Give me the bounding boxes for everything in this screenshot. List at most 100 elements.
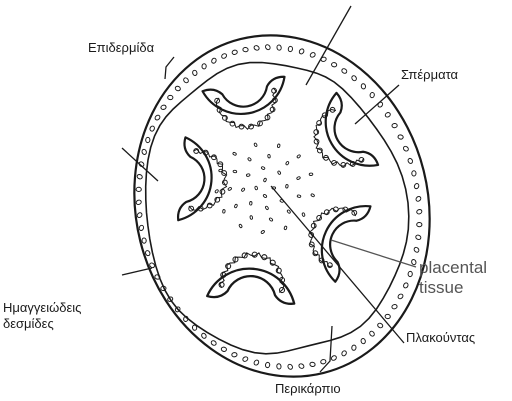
- vascular-bundle: [414, 183, 420, 189]
- vascular-bundle: [341, 350, 347, 357]
- locule: [202, 76, 292, 136]
- seed: [271, 88, 277, 94]
- placenta-dot: [246, 174, 250, 177]
- placenta-dot: [234, 204, 238, 208]
- vascular-bundle: [253, 45, 260, 51]
- locule-outline: [308, 194, 371, 282]
- vascular-bundle: [221, 53, 228, 60]
- seed: [324, 209, 330, 215]
- vascular-bundle: [310, 362, 316, 367]
- vascular-bundle: [398, 134, 404, 139]
- vascular-bundle: [149, 125, 155, 131]
- vascular-bundle: [320, 359, 326, 364]
- vascular-bundle: [201, 332, 207, 339]
- vascular-bundle: [384, 112, 391, 118]
- placenta-dot: [219, 169, 223, 172]
- placenta-dot: [233, 170, 237, 173]
- placenta-dot: [311, 193, 315, 197]
- vascular-bundle: [211, 57, 217, 64]
- vascular-bundle: [411, 259, 417, 265]
- vascular-bundle: [154, 274, 160, 280]
- vascular-bundle: [192, 70, 198, 76]
- placenta-leader-line: [271, 186, 404, 343]
- seed: [262, 254, 267, 259]
- placenta-dot: [265, 206, 269, 210]
- seed: [313, 138, 320, 145]
- vascular-bundle: [403, 282, 409, 289]
- placenta-dot: [263, 178, 267, 182]
- vascular-bundle: [276, 45, 281, 51]
- placenta-dot: [222, 209, 225, 213]
- left-leader-line: [122, 148, 158, 181]
- vascular-bundle: [287, 363, 293, 370]
- vascular-bundle: [232, 352, 238, 357]
- placenta-dot: [277, 171, 281, 175]
- placenta-dot: [241, 188, 245, 192]
- placenta-dot: [239, 224, 243, 228]
- placenta-dot: [285, 184, 288, 188]
- placenta-dot: [285, 161, 289, 165]
- seed: [270, 107, 276, 113]
- vascular-bundle: [351, 345, 356, 351]
- seed: [340, 162, 347, 169]
- vascular-bundle: [298, 48, 304, 55]
- vascular-bundle: [392, 123, 398, 128]
- placenta-dot: [284, 226, 287, 230]
- placenta-dot: [302, 212, 305, 216]
- vascular-bundle: [175, 85, 182, 91]
- vascular-bundle: [361, 83, 366, 89]
- vascular-bundle: [146, 137, 150, 142]
- vascular-bundle: [145, 250, 151, 257]
- placenta-dot: [261, 166, 265, 170]
- vascular-bundle: [288, 46, 293, 52]
- placenta-dot: [263, 194, 267, 198]
- vascular-bundle: [183, 316, 188, 322]
- seeds-label: Σπέρματα: [401, 67, 458, 83]
- vascular-bundle: [397, 293, 404, 300]
- vascular-bundle: [265, 44, 271, 51]
- vascular-bundle: [232, 50, 238, 55]
- placenta-dot: [269, 217, 273, 221]
- placenta-label: Πλακούντας: [406, 330, 475, 346]
- vascular-bundle: [139, 225, 145, 231]
- placenta-dot: [261, 230, 265, 234]
- vascular-bundle: [135, 199, 141, 205]
- seed: [222, 115, 228, 121]
- seed: [333, 206, 339, 212]
- vascular-bundles-label: Ημαγγειώδεις δεσμίδες: [3, 300, 81, 333]
- placenta-dot: [297, 195, 301, 198]
- vascular-bundle: [415, 196, 422, 203]
- vascular-bundle: [341, 68, 348, 74]
- placenta-dot: [268, 154, 271, 158]
- vascular-bundle: [331, 62, 337, 67]
- vascular-bundle: [202, 64, 207, 70]
- vascular-bundle: [370, 92, 375, 98]
- vascular-bundle: [391, 304, 397, 310]
- placental-tissue-line: [303, 107, 365, 178]
- pericarp-leader-line: [320, 326, 332, 372]
- placenta-dot: [247, 157, 251, 161]
- seed: [313, 129, 320, 136]
- placenta-dot: [250, 215, 253, 219]
- vascular-bundle: [377, 322, 384, 328]
- placenta-dot: [228, 187, 232, 191]
- vascular-bundle: [416, 209, 422, 215]
- placenta-dot: [309, 173, 313, 176]
- vascular-bundle: [192, 325, 197, 331]
- epidermis-label: Επιδερμίδα: [88, 40, 154, 56]
- placenta-dot: [215, 189, 219, 193]
- vascular-bundle: [210, 340, 217, 346]
- vascular-bundle: [369, 330, 376, 337]
- vascular-bundle: [154, 114, 161, 121]
- vascular-bundle: [298, 363, 305, 369]
- seed: [248, 124, 254, 130]
- placenta-dot: [277, 144, 280, 148]
- vascular-bundle: [136, 212, 143, 219]
- vascular-bundle: [137, 174, 143, 180]
- vascular-bundle: [385, 314, 391, 319]
- placenta-dot: [297, 154, 301, 158]
- vascular-bundle: [183, 77, 190, 84]
- locule: [207, 248, 298, 304]
- seed: [217, 107, 223, 113]
- vascular-bundle: [253, 359, 259, 366]
